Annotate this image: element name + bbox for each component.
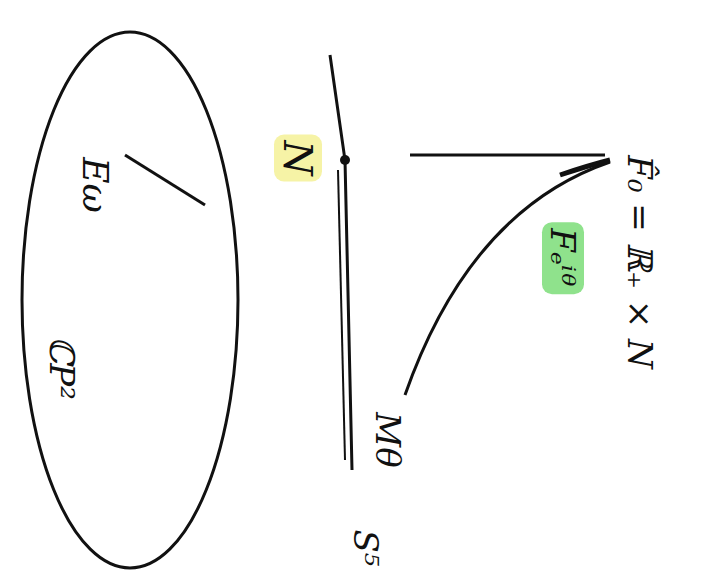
m-theta-double [338,170,345,460]
cp2-ellipse [22,32,238,568]
m-theta-line [330,55,352,470]
math-label: N [274,135,322,182]
math-label: Eω [73,151,117,219]
math-label: S⁵ [345,524,387,573]
curve-e-omega [125,155,205,205]
math-label: Mθ [367,406,409,473]
math-label: ℂP² [41,330,83,406]
curve-thick-end [560,160,610,175]
math-label: F̂₀ = ℝ₊ × N [619,149,661,374]
f-theta-curve [405,162,610,395]
math-label: Fₑⁱᶿ [542,222,584,294]
point-n [340,155,350,165]
f0-ray [410,154,605,157]
